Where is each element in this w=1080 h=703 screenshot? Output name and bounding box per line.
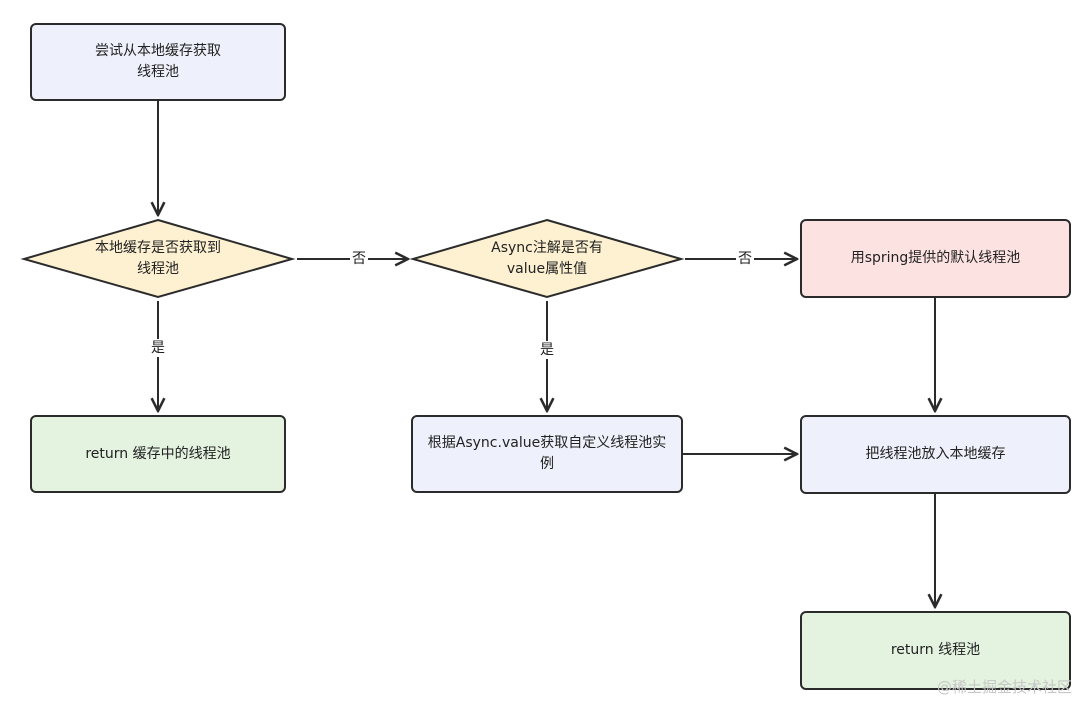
node-try-cache-text: 尝试从本地缓存获取 线程池 (95, 43, 221, 80)
node-try-cache: 尝试从本地缓存获取 线程池 (30, 23, 286, 101)
node-return-cached: return 缓存中的线程池 (30, 415, 286, 493)
edge-label-yes-1: 是 (149, 339, 167, 357)
node-default-pool-text: 用spring提供的默认线程池 (850, 250, 1021, 266)
decision-cache-diamond (20, 218, 296, 299)
decision-cache-label: 本地缓存是否获取到 线程池 (95, 240, 221, 277)
node-default-pool: 用spring提供的默认线程池 (800, 219, 1071, 298)
node-return-cached-text: return 缓存中的线程池 (85, 445, 231, 462)
edge-label-yes-2: 是 (538, 341, 556, 359)
node-return-pool-text: return 线程池 (890, 642, 981, 658)
edge-label-no-2: 否 (736, 250, 754, 268)
watermark: @稀土掘金技术社区 (936, 678, 1072, 696)
node-put-cache-text: 把线程池放入本地缓存 (865, 446, 1006, 462)
node-return-pool: return 线程池 (800, 611, 1071, 690)
node-put-cache: 把线程池放入本地缓存 (800, 415, 1071, 494)
edge-label-no-1: 否 (350, 250, 368, 268)
node-get-custom: 根据Async.value获取自定义线程池实例 (411, 415, 683, 493)
decision-async-label: Async注解是否有 value属性值 (491, 240, 603, 277)
node-get-custom-text: 根据Async.value获取自定义线程池实例 (427, 435, 667, 472)
decision-async-diamond (409, 218, 685, 299)
